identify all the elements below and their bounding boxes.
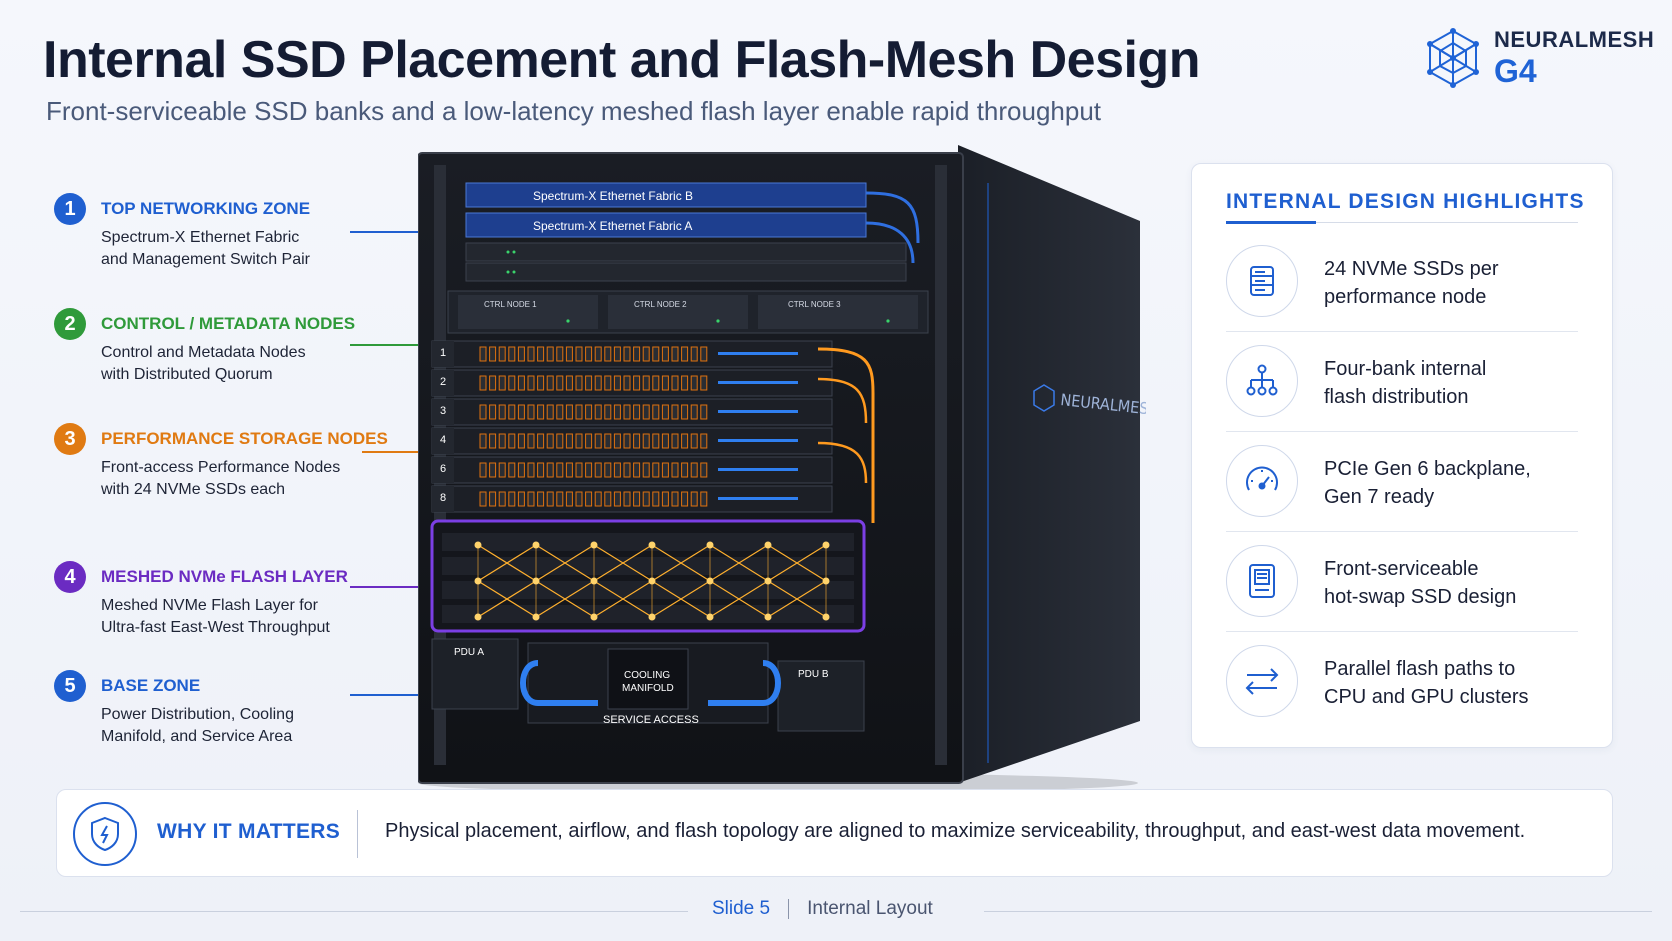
callout-title: MESHED NVMe FLASH LAYER [101, 567, 348, 586]
ctrl-node-3-label: CTRL NODE 3 [788, 300, 841, 309]
callout-number: 5 [54, 670, 86, 702]
panel-divider [1226, 222, 1578, 223]
divider [1226, 531, 1578, 532]
node-number: 6 [440, 463, 446, 475]
panel-accent [1226, 221, 1316, 224]
cooling-label-2: MANIFOLD [622, 683, 674, 694]
rack-illustration: NEURALMESH Spectrum-X Ethernet Fabric B … [417, 143, 1160, 793]
drive-bay-icon [1226, 545, 1298, 617]
node-number: 4 [440, 434, 446, 446]
switch-label-b: Spectrum-X Ethernet Fabric B [533, 189, 693, 203]
why-label: WHY IT MATTERS [157, 820, 341, 843]
divider [1226, 631, 1578, 632]
slide-number: Slide 5 [712, 898, 771, 919]
server-stack-icon [1226, 245, 1298, 317]
pdu-b-label: PDU B [798, 669, 829, 680]
callout-title: BASE ZONE [101, 676, 201, 695]
callout-number: 2 [54, 308, 86, 340]
footer-line-left [20, 911, 688, 912]
page-title: Internal SSD Placement and Flash-Mesh De… [43, 31, 1200, 89]
why-text: Physical placement, airflow, and flash t… [385, 820, 1526, 842]
node-number: 8 [440, 492, 446, 504]
why-divider [357, 810, 358, 858]
callout-title: TOP NETWORKING ZONE [101, 199, 311, 218]
node-number: 2 [440, 376, 446, 388]
ctrl-node-2-label: CTRL NODE 2 [634, 300, 687, 309]
brand-logo: NEURALMESH G4 [1426, 28, 1654, 88]
switch-label-a: Spectrum-X Ethernet Fabric A [533, 219, 692, 233]
gauge-icon [1226, 445, 1298, 517]
node-number: 3 [440, 405, 446, 417]
callout-number: 4 [54, 561, 86, 593]
highlights-panel: INTERNAL DESIGN HIGHLIGHTS 24 NVMe SSDs … [1191, 163, 1613, 748]
cooling-label-1: COOLING [624, 670, 670, 681]
flash-mesh [442, 533, 854, 623]
bidirectional-arrows-icon [1226, 645, 1298, 717]
highlight-text: PCIe Gen 6 backplane,Gen 7 ready [1324, 458, 1531, 508]
brand-name: NEURALMESH [1494, 27, 1655, 52]
page-subtitle: Front-serviceable SSD banks and a low-la… [46, 96, 1102, 126]
footer-line-right [984, 911, 1652, 912]
callout-title: CONTROL / METADATA NODES [101, 314, 356, 333]
performance-nodes: 1 2 3 4 6 8 [431, 340, 833, 513]
shield-icon [73, 802, 137, 866]
why-it-matters-banner: WHY IT MATTERS Physical placement, airfl… [56, 789, 1613, 877]
callout-title: PERFORMANCE STORAGE NODES [101, 429, 388, 448]
panel-title: INTERNAL DESIGN HIGHLIGHTS [1226, 190, 1585, 213]
divider [1226, 331, 1578, 332]
neural-mesh-icon [1427, 28, 1479, 88]
section-name: Internal Layout [807, 898, 933, 919]
callout-number: 1 [54, 193, 86, 225]
callout-number: 3 [54, 423, 86, 455]
divider [1226, 431, 1578, 432]
brand-model: G4 [1494, 53, 1537, 89]
switch-fabric-b: Spectrum-X Ethernet Fabric B [465, 182, 867, 208]
ctrl-node-1-label: CTRL NODE 1 [484, 300, 537, 309]
node-number: 1 [440, 347, 446, 359]
service-access-label: SERVICE ACCESS [603, 714, 699, 726]
footer-separator [788, 899, 790, 919]
side-brand-icon [1033, 384, 1055, 412]
highlight-item: PCIe Gen 6 backplane,Gen 7 ready [1226, 431, 1578, 531]
pdu-a-label: PDU A [454, 647, 484, 658]
hierarchy-icon [1226, 345, 1298, 417]
switch-fabric-a: Spectrum-X Ethernet Fabric A [465, 212, 867, 238]
footer: Slide 5 Internal Layout [712, 898, 933, 920]
